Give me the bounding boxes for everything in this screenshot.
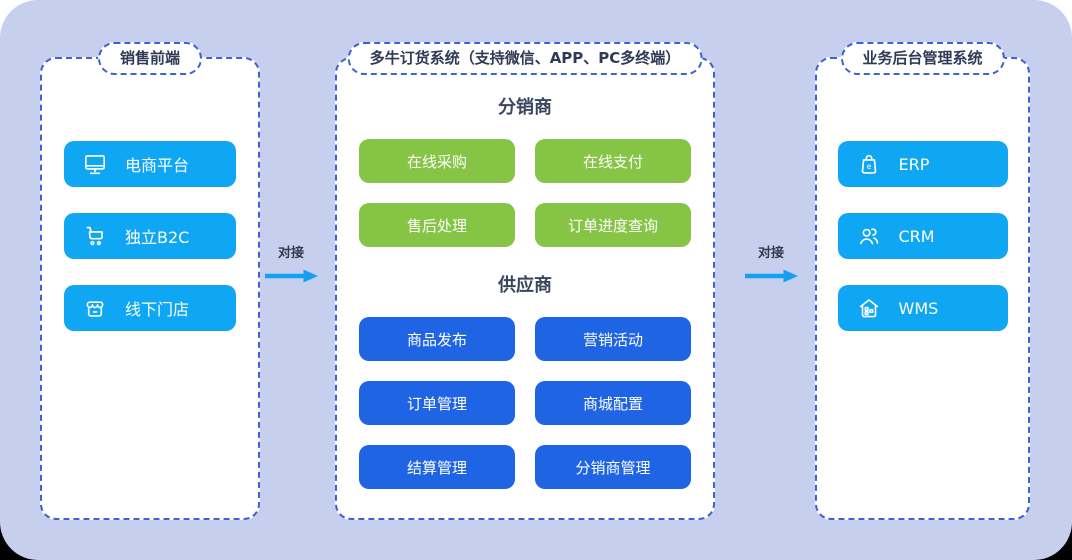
chip-ecommerce-platform: 电商平台 <box>64 141 236 187</box>
supplier-button-grid: 商品发布 营销活动 订单管理 商城配置 结算管理 分销商管理 <box>359 317 691 489</box>
warehouse-icon <box>856 295 882 321</box>
button-order-management: 订单管理 <box>359 381 515 425</box>
sales-frontend-items: 电商平台 独立B2C <box>42 59 258 331</box>
button-mall-configuration: 商城配置 <box>535 381 691 425</box>
panel-title-text: 销售前端 <box>119 49 181 67</box>
button-aftersales-processing: 售后处理 <box>359 203 515 247</box>
arrow-right-icon <box>745 269 798 283</box>
button-marketing-activities: 营销活动 <box>535 317 691 361</box>
button-settlement-management: 结算管理 <box>359 445 515 489</box>
button-product-publishing: 商品发布 <box>359 317 515 361</box>
panel-sales-frontend: 销售前端 电商平台 <box>40 42 260 520</box>
connector-label: 对接 <box>277 246 304 261</box>
panel-backend-management: 业务后台管理系统 e ERP <box>815 42 1030 520</box>
cart-icon <box>82 223 108 249</box>
chip-crm: CRM <box>837 213 1008 259</box>
connector-left: 对接 <box>262 242 320 288</box>
chip-label: 独立B2C <box>125 228 190 247</box>
chip-offline-store: 线下门店 <box>64 285 236 331</box>
store-icon <box>82 295 108 321</box>
panel-title-text: 多牛订货系统（支持微信、APP、PC多终端） <box>369 49 681 67</box>
users-icon <box>856 223 882 249</box>
backend-management-items: e ERP CRM <box>817 59 1028 331</box>
connector-label: 对接 <box>757 246 784 261</box>
section-heading-distributor: 分销商 <box>498 97 552 118</box>
chip-wms: WMS <box>837 285 1008 331</box>
arrow-right-icon <box>265 269 318 283</box>
chip-label: ERP <box>898 154 930 174</box>
connector-right: 对接 <box>742 242 800 288</box>
panel-backend-management-title: 业务后台管理系统 <box>840 42 1005 75</box>
chip-erp: e ERP <box>837 141 1008 187</box>
chip-independent-b2c: 独立B2C <box>64 213 236 259</box>
chip-label: 电商平台 <box>125 156 190 175</box>
monitor-icon <box>82 151 108 177</box>
distributor-button-grid: 在线采购 在线支付 售后处理 订单进度查询 <box>359 139 691 247</box>
panel-ordering-system-title: 多牛订货系统（支持微信、APP、PC多终端） <box>347 42 703 75</box>
panel-sales-frontend-title: 销售前端 <box>97 42 203 75</box>
chip-label: CRM <box>898 226 935 246</box>
button-online-payment: 在线支付 <box>535 139 691 183</box>
chip-label: 线下门店 <box>125 300 190 319</box>
panel-ordering-system: 多牛订货系统（支持微信、APP、PC多终端） 分销商 在线采购 在线支付 售后处… <box>335 42 715 520</box>
bag-icon: e <box>856 151 882 177</box>
panel-title-text: 业务后台管理系统 <box>862 49 983 67</box>
chip-label: WMS <box>898 298 939 318</box>
button-online-purchase: 在线采购 <box>359 139 515 183</box>
button-distributor-management: 分销商管理 <box>535 445 691 489</box>
svg-text:e: e <box>866 161 871 171</box>
section-heading-supplier: 供应商 <box>498 275 552 296</box>
button-order-progress-query: 订单进度查询 <box>535 203 691 247</box>
